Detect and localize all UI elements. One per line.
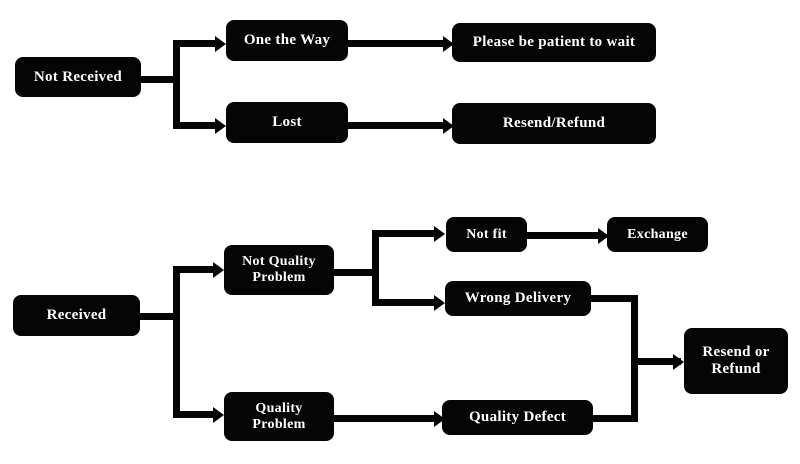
arrowhead-resend-refund [443,118,454,134]
connector-lost-to-resend-refund [346,122,447,129]
connector-not-received-to-one-the-way [173,40,219,47]
node-quality-defect[interactable]: Quality Defect [442,400,593,435]
connector-not-quality-problem-stem [332,269,378,276]
node-exchange-label: Exchange [627,226,688,242]
connector-wrong-delivery-merge [586,295,638,302]
connector-not-received-stem [140,76,180,83]
node-exchange[interactable]: Exchange [607,217,708,252]
node-resend-refund[interactable]: Resend/Refund [452,103,656,144]
connector-not-received-to-lost [173,122,219,129]
node-please-be-patient-to-wait[interactable]: Please be patient to wait [452,23,656,62]
connector-received-to-quality-problem [173,411,217,418]
connector-not-quality-split-vertical [372,230,379,306]
connector-quality-problem-to-quality-defect [332,415,440,422]
connector-not-fit-to-exchange [525,232,603,239]
arrowhead-wrong-delivery [434,295,445,311]
arrowhead-quality-problem [213,407,224,423]
node-not-quality-problem[interactable]: Not Quality Problem [224,245,334,295]
node-one-the-way-label: One the Way [243,32,331,49]
node-not-fit[interactable]: Not fit [446,217,527,252]
node-received[interactable]: Received [13,295,140,336]
node-lost[interactable]: Lost [226,102,348,143]
connector-not-quality-to-wrong-delivery [372,299,440,306]
connector-quality-defect-merge [586,415,638,422]
node-resend-or-refund-label-line2: Refund [711,361,761,377]
node-not-fit-label: Not fit [466,226,507,242]
arrowhead-not-quality-problem [213,262,224,278]
connector-merge-to-resend-or-refund [631,358,681,365]
node-not-quality-problem-label-line1: Not Quality [242,254,316,270]
arrowhead-one-the-way [215,36,226,52]
node-resend-or-refund-label-line1: Resend or [702,344,770,361]
node-wrong-delivery[interactable]: Wrong Delivery [445,281,591,316]
connector-received-stem [138,313,180,320]
node-not-received-label: Not Received [33,68,123,85]
node-resend-refund-label: Resend/Refund [502,115,606,132]
arrowhead-lost [215,118,226,134]
node-lost-label: Lost [272,114,302,131]
connector-received-to-not-quality-problem [173,266,217,273]
node-not-received[interactable]: Not Received [15,57,141,97]
connector-one-the-way-to-please-wait [346,40,447,47]
arrowhead-quality-defect [434,411,445,427]
arrowhead-exchange [598,228,609,244]
connector-not-received-split-vertical [173,40,180,129]
node-not-quality-problem-label-line2: Problem [252,270,306,285]
node-one-the-way[interactable]: One the Way [226,20,348,61]
arrowhead-not-fit [434,226,445,242]
node-quality-problem-label-line2: Problem [252,416,306,432]
arrowhead-please-wait [443,36,454,52]
connector-received-split-vertical [173,266,180,418]
arrowhead-resend-or-refund [673,354,684,370]
node-resend-or-refund[interactable]: Resend or Refund [684,328,788,394]
node-quality-problem-label-line1: Quality [255,400,303,416]
node-received-label: Received [46,307,107,324]
connector-not-quality-to-not-fit [372,230,440,237]
node-quality-problem[interactable]: Quality Problem [224,392,334,441]
node-quality-defect-label: Quality Defect [468,409,567,426]
node-please-be-patient-to-wait-label: Please be patient to wait [472,34,636,51]
node-wrong-delivery-label: Wrong Delivery [464,290,572,307]
